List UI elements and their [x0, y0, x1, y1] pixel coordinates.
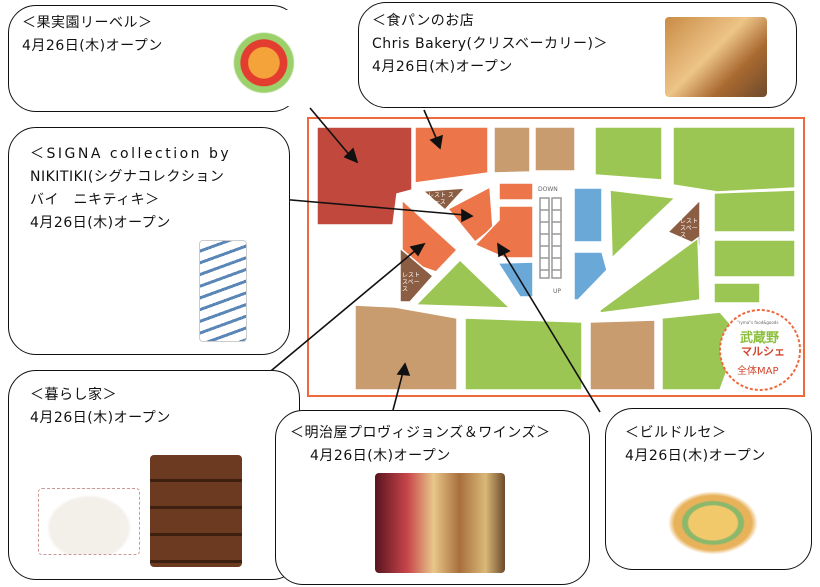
- map-block-tan: [534, 126, 576, 172]
- map-block-tan: [589, 319, 656, 391]
- arrow-meijiya: [392, 371, 404, 411]
- logo-caption: 全体MAP: [737, 366, 779, 377]
- arrow-signa: [267, 197, 466, 216]
- shop-name: ＜SIGNA collection by: [30, 146, 232, 162]
- map-block-restaurant: [316, 126, 413, 226]
- fruit-plate-photo: [218, 10, 320, 106]
- rest-space-label: レスト スペース: [402, 272, 421, 293]
- open-date: 4月26日(木)オープン: [30, 215, 171, 231]
- shop-name: ＜暮らし家＞: [30, 387, 117, 403]
- shop-name: Chris Bakery(クリスベーカリー)＞: [372, 36, 608, 52]
- pastry-photo: [652, 480, 774, 558]
- open-date: 4月26日(木)オープン: [625, 448, 766, 464]
- tote-bag-photo: [199, 240, 247, 342]
- map-block-tan: [354, 304, 458, 391]
- map-block-shop: [401, 198, 459, 273]
- rest-space-label: レスト スペース: [680, 218, 699, 239]
- map-block-green: [713, 282, 761, 304]
- shop-name: NIKITIKI(シグナコレクション: [30, 169, 225, 185]
- map-block-shop: [498, 182, 534, 201]
- logo-subtitle: マルシェ: [741, 345, 785, 358]
- map-block-rest: [666, 198, 701, 248]
- map-block-blue: [573, 187, 603, 243]
- arrow-chris-bakery: [423, 109, 438, 141]
- shop-name: ＜ビルドルセ＞: [625, 425, 727, 441]
- map-block-green: [599, 236, 701, 314]
- map-block-shop: [473, 205, 534, 259]
- map-block-rest: [399, 246, 435, 303]
- escalator-down-label: DOWN: [538, 186, 558, 193]
- logo-title: 武蔵野: [740, 331, 780, 346]
- shop-name: ＜果実園リーベル＞: [22, 15, 153, 31]
- shop-name: ＜明治屋プロヴィジョンズ＆ワインズ＞: [290, 425, 551, 441]
- arrow-kajitsuen: [309, 107, 353, 159]
- map-block-rest: [421, 187, 467, 212]
- map-block-green: [672, 126, 796, 193]
- arrow-bildolce: [502, 251, 601, 413]
- logo-tagline: "ryma"s food&goods: [737, 320, 779, 325]
- map-block-green: [713, 189, 796, 233]
- bowls-photo: [38, 488, 140, 555]
- open-date: 4月26日(木)オープン: [22, 38, 163, 54]
- map-block-green: [609, 189, 677, 260]
- map-block-green: [594, 126, 663, 181]
- map-block-shop: [414, 126, 489, 184]
- rest-space-label: レスト スペース: [428, 192, 454, 206]
- map-block-green: [414, 258, 512, 309]
- map-block-green: [464, 317, 583, 391]
- open-date: 4月26日(木)オープン: [372, 59, 513, 75]
- escalator-icon: [539, 197, 562, 279]
- map-block-tan: [493, 126, 531, 174]
- escalator-up-label: UP: [553, 288, 562, 295]
- shop-name: バイ ニキティキ＞: [30, 192, 160, 208]
- map-logo: [719, 309, 801, 391]
- wooden-chest-photo: [150, 455, 242, 567]
- map-block-blue: [573, 251, 608, 301]
- bread-photo: [665, 17, 767, 97]
- map-block-green: [713, 239, 796, 278]
- open-date: 4月26日(木)オープン: [310, 448, 451, 464]
- shop-name: ＜食パンのお店: [372, 13, 475, 29]
- food-wine-photo: [375, 473, 505, 573]
- open-date: 4月26日(木)オープン: [30, 410, 171, 426]
